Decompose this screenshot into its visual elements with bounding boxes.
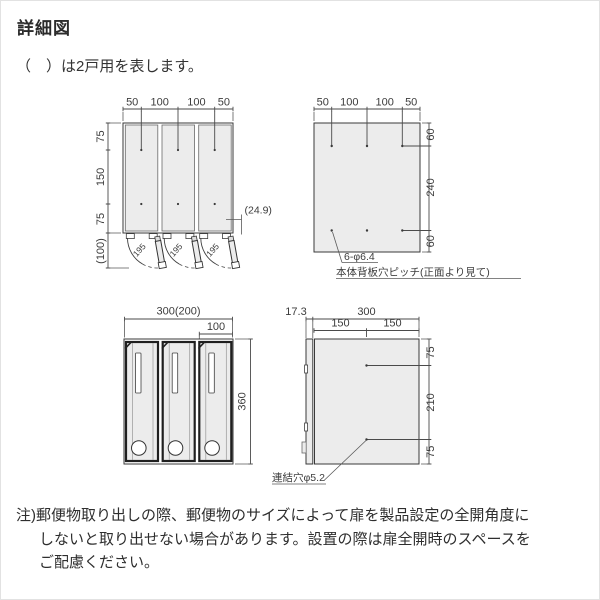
open-door: [191, 235, 204, 270]
dim-label: (100): [95, 238, 107, 264]
door-offset-label: (24.9): [245, 205, 272, 217]
dim-label: 100: [187, 96, 205, 108]
hole-spec-label: 6-φ6.4: [344, 251, 375, 263]
note-line: しないと取り出せない場合があります。設置の際は扉全開時のスペースを: [39, 530, 531, 548]
hole-note-leader: [272, 440, 367, 485]
lock-dial: [167, 440, 184, 456]
hole-mark: [365, 229, 369, 232]
hole-mark: [176, 148, 180, 152]
hole-position-lines: [140, 111, 216, 150]
hole-mark: [176, 202, 180, 206]
open-door: [154, 235, 167, 270]
back-panel-view: 50 100 100 50 60 240 60 6-φ6.4 本体背板穴ピッチ(…: [313, 96, 521, 279]
hole-position-lines: [331, 111, 429, 231]
dim-label: 50: [218, 96, 230, 108]
extension-lines: [313, 112, 431, 253]
door-panel-lines: [132, 343, 227, 460]
hole-mark: [365, 438, 368, 441]
door-offset-leader: [226, 214, 242, 235]
dim-label: 50: [405, 96, 417, 108]
hole-note-label: 本体背板穴ピッチ(正面より見て): [336, 266, 490, 279]
lock-dial: [131, 440, 147, 456]
hole-mark: [213, 148, 216, 152]
bracket-legend: （ ）は2戸用を表します。: [16, 58, 203, 75]
door-swing-arc: [127, 237, 217, 265]
door-swing-arc-dashed: [142, 263, 241, 269]
dim-label: 100: [340, 96, 358, 108]
front-view: 300(200) 100 360: [123, 306, 253, 465]
dim-label: 100: [376, 96, 394, 108]
hole-mark: [365, 144, 369, 148]
extension-lines: [108, 112, 234, 269]
hole-note-leader: [332, 231, 521, 279]
dim-label: 60: [425, 128, 437, 140]
extension-lines: [124, 321, 253, 465]
hole-mark: [330, 144, 333, 148]
dim-label: 300: [357, 306, 375, 318]
dim-label: 17.3: [285, 306, 306, 318]
caution-note: 注)郵便物取り出しの際、郵便物のサイズによって扉を製品設定の全開角度に しないと…: [16, 504, 531, 575]
dimension-lines: [124, 318, 251, 464]
hinge-mark: [304, 422, 309, 432]
latch-bit: [162, 233, 172, 240]
hole-position-lines: [366, 365, 429, 440]
dimension-ticks: [105, 106, 234, 269]
hole-mark: [140, 202, 143, 206]
door-edge-strip: [305, 338, 314, 465]
dim-label: 150: [383, 318, 401, 330]
dim-label: 210: [425, 393, 437, 411]
hinge-bit: [222, 233, 231, 240]
side-panel-body: [314, 338, 420, 465]
dim-label: 300(200): [156, 306, 200, 318]
dim-label: 75: [425, 346, 437, 358]
hole-mark: [401, 144, 404, 148]
hinge-mark: [304, 364, 309, 374]
door-corner-chamfer: [124, 341, 206, 350]
dim-label: 100: [207, 321, 225, 333]
dim-label: 50: [126, 96, 138, 108]
page-title: 詳細図: [17, 19, 71, 38]
hole-mark: [401, 229, 404, 232]
hole-mark: [213, 202, 216, 206]
hole-mark: [365, 364, 368, 367]
compartment-panel: [161, 124, 195, 232]
dim-label: 150: [95, 168, 107, 186]
name-card-slot: [208, 352, 215, 394]
dim-label: 100: [151, 96, 169, 108]
hinge-bit: [185, 233, 195, 240]
name-card-slot: [135, 352, 142, 394]
hinge-bit: [148, 233, 158, 240]
note-line: 注)郵便物取り出しの際、郵便物のサイズによって扉を製品設定の全開角度に: [16, 507, 530, 524]
name-card-slot: [171, 352, 179, 394]
dim-label: 60: [425, 235, 437, 247]
link-hole-label: 連結穴φ5.2: [272, 471, 325, 484]
dim-label: 75: [95, 213, 107, 225]
dim-label: 360: [236, 392, 248, 410]
hole-mark: [330, 229, 333, 232]
latch-bit: [199, 233, 209, 240]
side-view: 17.3 300 150 150 75 210 75 連結穴φ5.2: [272, 306, 437, 485]
dim-label: 75: [95, 130, 107, 142]
dim-label: 75: [425, 446, 437, 458]
latch-knob: [301, 441, 307, 454]
plan-open-doors-view: 195 195 195 50 100 100 50 75 150 75 (100…: [95, 96, 272, 270]
note-line: ご配慮ください。: [39, 554, 160, 571]
extension-lines: [305, 321, 432, 465]
dim-label: 50: [317, 96, 329, 108]
dim-label: 150: [331, 318, 349, 330]
open-door: [227, 235, 241, 270]
hole-mark: [140, 148, 143, 152]
lock-dial: [204, 440, 220, 456]
latch-bit: [125, 233, 135, 240]
dim-label: 240: [425, 178, 437, 196]
